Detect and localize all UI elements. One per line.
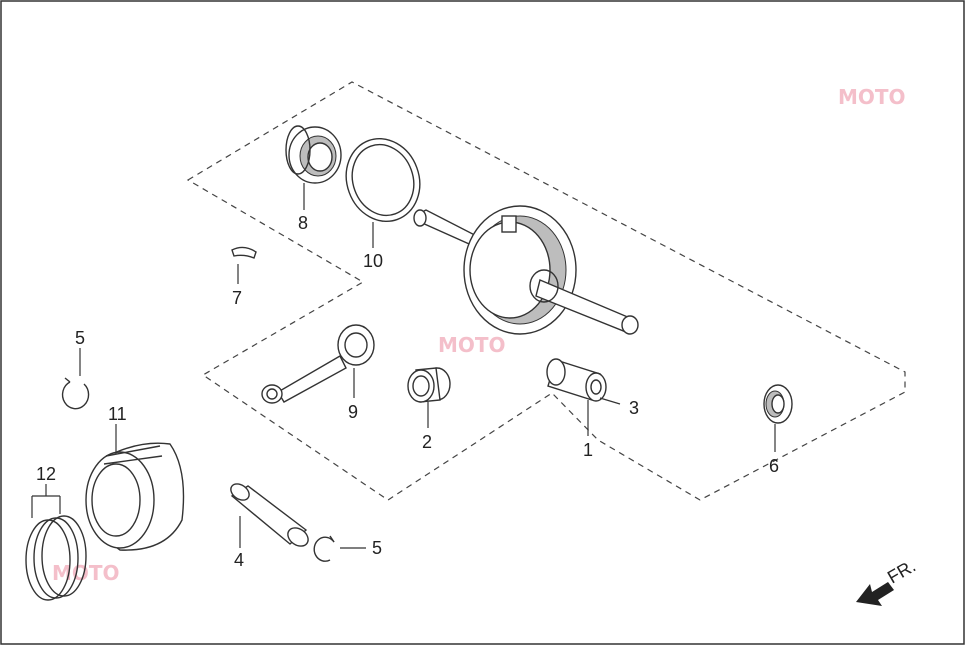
callout-6: 6 [769, 456, 779, 476]
callout-10: 10 [363, 251, 383, 271]
callout-4: 4 [234, 550, 244, 570]
callout-9: 9 [348, 402, 358, 422]
callout-12: 12 [36, 464, 56, 484]
front-direction-label: FR. [884, 556, 919, 588]
part-7-woodruff-key[interactable] [231, 246, 257, 259]
front-direction-arrow-icon [856, 582, 894, 606]
callout-7: 7 [232, 288, 242, 308]
svg-text:MOTO: MOTO [838, 85, 906, 109]
part-12-leader-bracket [31, 484, 61, 518]
part-5-piston-pin-clip-upper[interactable] [61, 377, 90, 410]
callout-11: 11 [108, 404, 127, 424]
callout-8: 8 [298, 213, 308, 233]
part-10-gasket[interactable] [335, 128, 431, 232]
part-1-crankshaft[interactable] [413, 205, 639, 335]
part-6-gear[interactable] [763, 384, 793, 424]
crankshaft-assembly-outline [186, 81, 906, 501]
part-5-piston-pin-clip-lower[interactable] [313, 535, 335, 562]
part-3-crank-pin[interactable] [546, 358, 607, 402]
callout-5-upper: 5 [75, 328, 85, 348]
callout-1: 1 [583, 440, 593, 460]
callout-2: 2 [422, 432, 432, 452]
callout-3: 3 [629, 398, 639, 418]
part-9-connecting-rod[interactable] [261, 324, 375, 404]
watermark-logo: MOTO MOTO MOTO [52, 85, 906, 585]
part-8-oil-seal[interactable] [285, 125, 342, 184]
part-2-needle-bearing[interactable] [407, 367, 451, 403]
part-4-piston-pin[interactable] [228, 481, 312, 550]
svg-text:MOTO: MOTO [438, 333, 506, 357]
part-11-piston[interactable] [85, 442, 185, 551]
callout-5-lower: 5 [372, 538, 382, 558]
part-12-piston-rings[interactable] [25, 515, 87, 601]
